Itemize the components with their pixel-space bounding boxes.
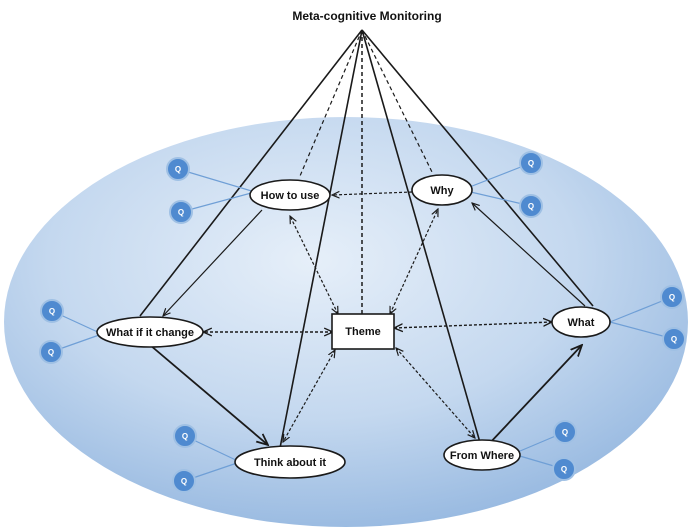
svg-text:Q: Q: [669, 293, 675, 302]
arrow-theme-why: [390, 209, 438, 314]
theme-label: Theme: [345, 326, 380, 338]
question-circle: Q: [40, 299, 64, 323]
node-label: What if it change: [106, 327, 194, 339]
node-label: From Where: [450, 450, 514, 462]
monitor-line-why: [361, 29, 434, 175]
arrow-what-why: [472, 203, 586, 307]
node-what: What: [551, 306, 611, 338]
arrow-theme-think: [283, 350, 335, 442]
node-why: Why: [411, 174, 473, 206]
question-circle: Q: [39, 340, 63, 364]
node-think-about-it: Think about it: [234, 445, 346, 479]
arrow-whatif-think: [149, 344, 268, 445]
arrow-from-what: [487, 345, 582, 446]
svg-text:Q: Q: [48, 348, 54, 357]
question-circle: Q: [662, 327, 686, 351]
svg-text:Q: Q: [561, 465, 567, 474]
node-label: Why: [430, 185, 454, 197]
question-circle: Q: [519, 194, 543, 218]
svg-text:Q: Q: [178, 208, 184, 217]
question-circle: Q: [173, 424, 197, 448]
node-how-to-use: How to use: [249, 179, 331, 211]
question-circle: Q: [169, 200, 193, 224]
question-circle: Q: [519, 151, 543, 175]
arrow-how-whatif: [163, 209, 263, 316]
question-circle: Q: [172, 469, 196, 493]
node-label: How to use: [261, 190, 320, 202]
svg-text:Q: Q: [182, 432, 188, 441]
arrow-theme-how: [290, 216, 338, 314]
svg-text:Q: Q: [562, 428, 568, 437]
theme-box: Theme: [331, 313, 395, 350]
arrow-why-how: [332, 192, 413, 195]
svg-text:Q: Q: [175, 165, 181, 174]
monitor-line-whatif: [139, 29, 363, 317]
svg-text:Q: Q: [528, 202, 534, 211]
question-circle: Q: [660, 285, 684, 309]
monitor-line-how: [299, 29, 363, 177]
monitor-line-what: [361, 29, 594, 307]
relationship-arrows: [149, 192, 586, 446]
question-circles: Q Q Q Q Q Q Q Q Q Q Q Q: [39, 151, 686, 493]
node-label: Think about it: [254, 457, 326, 469]
node-what-if-it-change: What if it change: [96, 316, 204, 348]
svg-text:Q: Q: [671, 335, 677, 344]
question-circle: Q: [552, 457, 576, 481]
svg-text:Q: Q: [528, 159, 534, 168]
diagram-title: Meta-cognitive Monitoring: [292, 9, 441, 23]
svg-text:Q: Q: [49, 307, 55, 316]
node-label: What: [568, 317, 595, 329]
question-circle: Q: [553, 420, 577, 444]
arrow-theme-what: [394, 322, 552, 328]
question-circle: Q: [166, 157, 190, 181]
svg-text:Q: Q: [181, 477, 187, 486]
node-from-where: From Where: [443, 439, 521, 471]
